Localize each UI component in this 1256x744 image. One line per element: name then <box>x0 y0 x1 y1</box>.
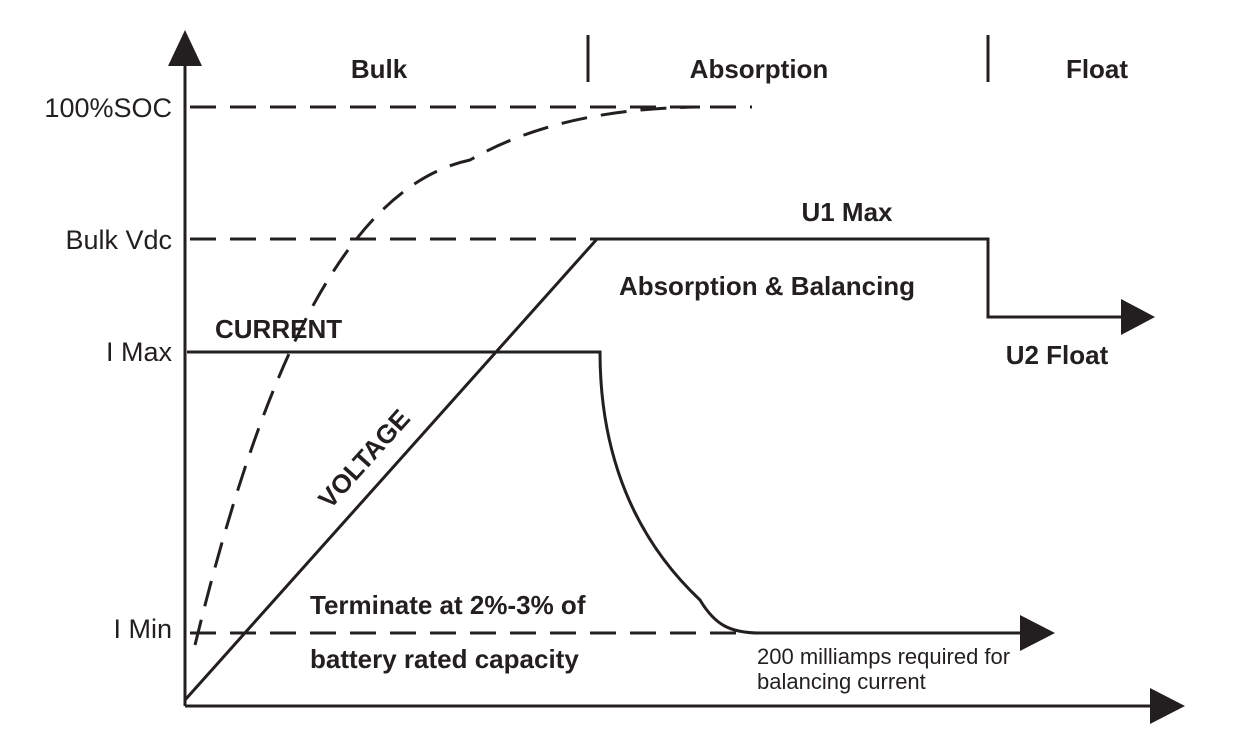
voltage-line <box>183 237 1125 701</box>
y-label-i-max: I Max <box>106 337 173 367</box>
phase-label-absorption: Absorption <box>690 54 829 84</box>
y-label-soc: 100%SOC <box>44 93 172 123</box>
balancing-note-line2: balancing current <box>757 669 926 694</box>
y-label-bulk-vdc: Bulk Vdc <box>65 225 172 255</box>
u1-max-label: U1 Max <box>801 197 893 227</box>
phase-label-bulk: Bulk <box>351 54 408 84</box>
current-line <box>187 350 1025 635</box>
terminate-note-line1: Terminate at 2%-3% of <box>310 590 586 620</box>
absorption-balancing-label: Absorption & Balancing <box>619 271 915 301</box>
terminate-note-line2: battery rated capacity <box>310 644 579 674</box>
u2-float-label: U2 Float <box>1006 340 1109 370</box>
u2-float-arrowhead <box>1121 299 1155 335</box>
y-axis-arrowhead <box>168 30 202 66</box>
balancing-note-line1: 200 milliamps required for <box>757 644 1010 669</box>
phase-label-float: Float <box>1066 54 1128 84</box>
current-label: CURRENT <box>215 314 342 344</box>
current-arrowhead <box>1020 615 1055 651</box>
soc-curve <box>193 105 701 646</box>
x-axis-arrowhead <box>1150 688 1185 724</box>
y-label-i-min: I Min <box>113 614 172 644</box>
